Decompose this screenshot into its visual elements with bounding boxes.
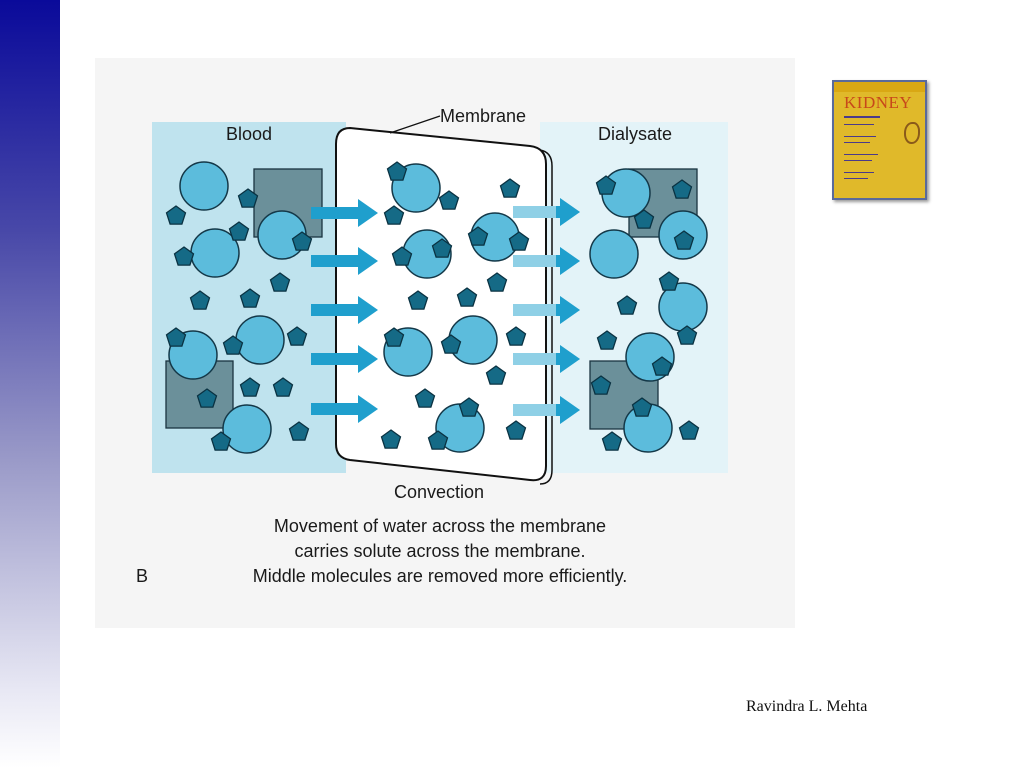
kidney-textbook-cover: KIDNEY [832,80,927,200]
middle-molecule-circles-membrane [383,163,520,453]
author-credit: Ravindra L. Mehta [746,698,868,715]
caption-line-2: carries solute across the membrane. [294,541,585,561]
membrane-pointer [389,115,441,134]
book-title: KIDNEY [844,93,913,112]
book-text-line [844,142,870,143]
book-text-line [844,124,874,125]
membrane-label: Membrane [440,106,526,126]
kidney-illustration-icon [904,122,920,144]
book-text-line [844,136,876,137]
membrane-back-edge [345,129,553,485]
book-text-line [844,178,868,179]
convection-label: Convection [394,482,484,502]
book-author-line [844,116,880,118]
convection-arrow-heads-outflow [556,198,580,424]
panel-letter: B [136,566,148,586]
dialysate-label: Dialysate [598,124,672,144]
slide-sidebar-gradient [0,0,60,768]
book-cover-band [834,82,925,92]
book-text-line [844,160,872,161]
blood-label: Blood [226,124,272,144]
caption-line-3: Middle molecules are removed more effici… [253,566,628,586]
caption-line-1: Movement of water across the membrane [274,516,606,536]
book-text-line [844,172,874,173]
book-text-line [844,154,878,155]
convection-arrows-inflow [311,199,378,423]
